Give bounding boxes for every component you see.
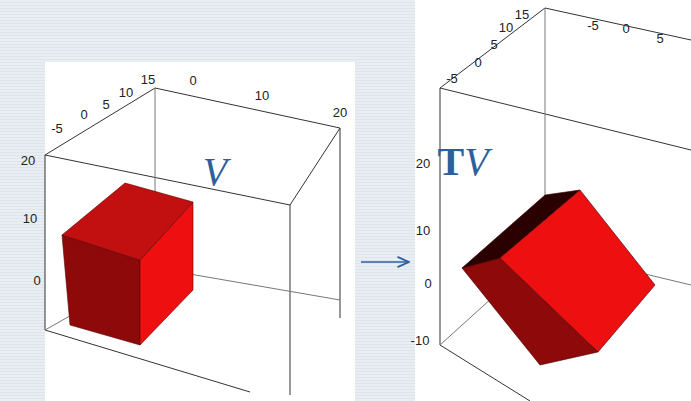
tick-label: -10: [411, 334, 430, 347]
set-label: TV: [437, 142, 488, 182]
tick-label: 0: [189, 74, 196, 87]
tick-label: -5: [587, 19, 599, 32]
cube: [462, 190, 655, 365]
tick-label: 0: [33, 274, 40, 287]
tick-label: 10: [23, 212, 37, 225]
tick-label: 20: [333, 106, 347, 119]
tick-label: 15: [515, 8, 529, 21]
tick-label: 20: [21, 154, 35, 167]
tick-label: 5: [102, 98, 109, 111]
tick-label: 10: [119, 86, 133, 99]
plot-panel: V: [45, 62, 355, 401]
plot-panel: TV: [415, 0, 691, 401]
tick-label: 15: [141, 73, 155, 86]
tick-label: 0: [80, 108, 87, 121]
cube: [62, 183, 193, 345]
tick-label: -5: [51, 122, 63, 135]
bounding-box: [45, 88, 340, 395]
tick-label: 5: [656, 32, 663, 45]
tick-label: 5: [490, 38, 497, 51]
mapping-arrow: [361, 261, 409, 263]
bounding-box: [440, 8, 691, 401]
plot-panel: [45, 62, 355, 401]
set-label: V: [203, 152, 227, 192]
plot-panel: [415, 0, 691, 401]
tick-label: 0: [424, 277, 431, 290]
tick-label: 0: [474, 56, 481, 69]
tick-label: 10: [416, 224, 430, 237]
tick-label: -5: [446, 72, 458, 85]
tick-label: 10: [499, 21, 513, 34]
tick-label: 20: [416, 157, 430, 170]
tick-label: 0: [622, 22, 629, 35]
tick-label: 10: [255, 89, 269, 102]
